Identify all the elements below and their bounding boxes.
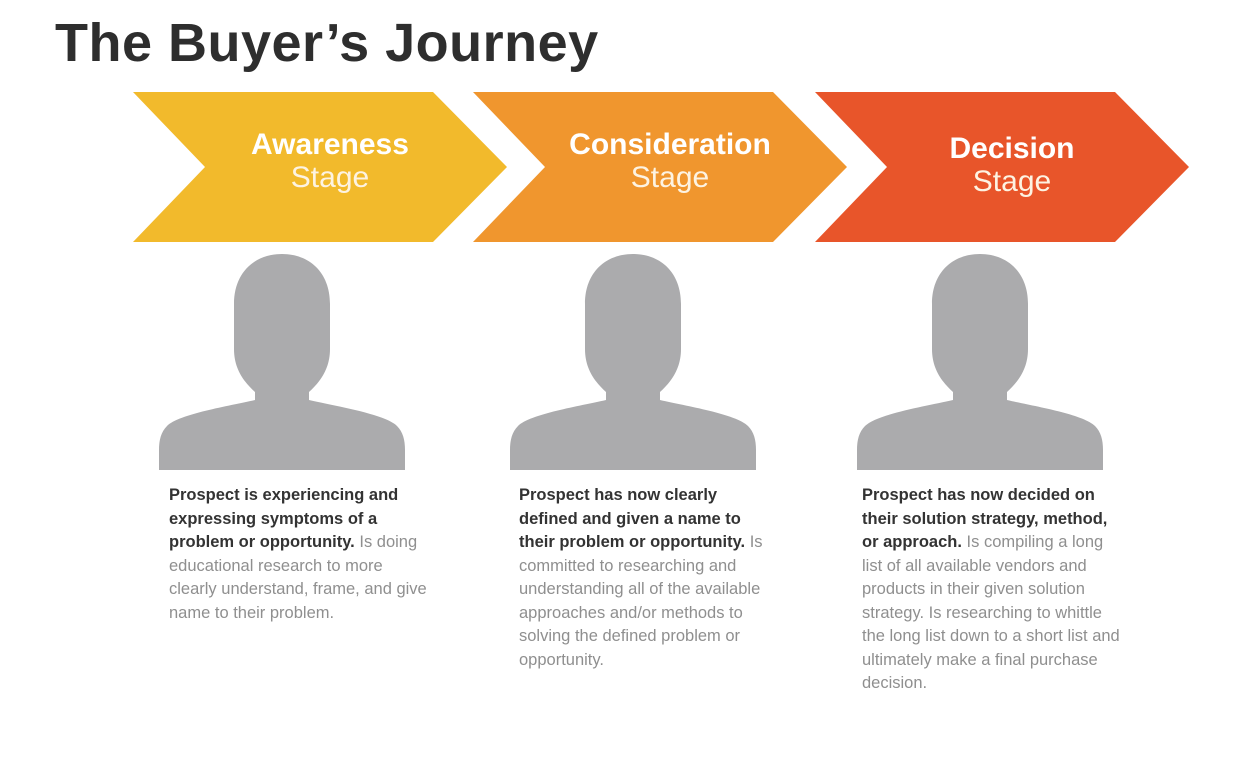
stage-suffix: Stage xyxy=(290,161,370,194)
chevron-consideration xyxy=(473,92,847,242)
stage-suffix: Stage xyxy=(972,165,1052,198)
stage-description-awareness: Prospect is experiencing and expressing … xyxy=(169,484,429,625)
page-title: The Buyer’s Journey xyxy=(55,13,599,73)
stage-name: Decision xyxy=(949,132,1075,165)
stage-description-consideration: Prospect has now clearly defined and giv… xyxy=(519,484,779,672)
chevron-shape xyxy=(133,92,507,242)
stage-name: Consideration xyxy=(569,128,771,161)
description-text: Is committed to researching and understa… xyxy=(519,533,763,669)
description-bold: Prospect has now decided on their soluti… xyxy=(862,486,1108,551)
stage-description-decision: Prospect has now decided on their soluti… xyxy=(862,484,1122,696)
description-bold: Prospect is experiencing and expressing … xyxy=(169,486,399,551)
person-silhouette-icon xyxy=(510,254,756,470)
chevron-shape xyxy=(815,92,1189,242)
chevron-shape xyxy=(473,92,847,242)
stage-suffix: Stage xyxy=(630,161,710,194)
stage-name: Awareness xyxy=(251,128,409,161)
chevron-awareness xyxy=(133,92,507,242)
description-text: Is doing educational research to more cl… xyxy=(169,533,427,622)
description-bold: Prospect has now clearly defined and giv… xyxy=(519,486,746,551)
stage-label-consideration: Consideration Stage xyxy=(520,128,820,194)
person-silhouette-icon xyxy=(159,254,405,470)
description-text: Is compiling a long list of all availabl… xyxy=(862,533,1120,692)
person-silhouette-icon xyxy=(857,254,1103,470)
stage-label-awareness: Awareness Stage xyxy=(180,128,480,194)
stage-label-decision: Decision Stage xyxy=(862,132,1162,198)
chevron-decision xyxy=(815,92,1189,242)
